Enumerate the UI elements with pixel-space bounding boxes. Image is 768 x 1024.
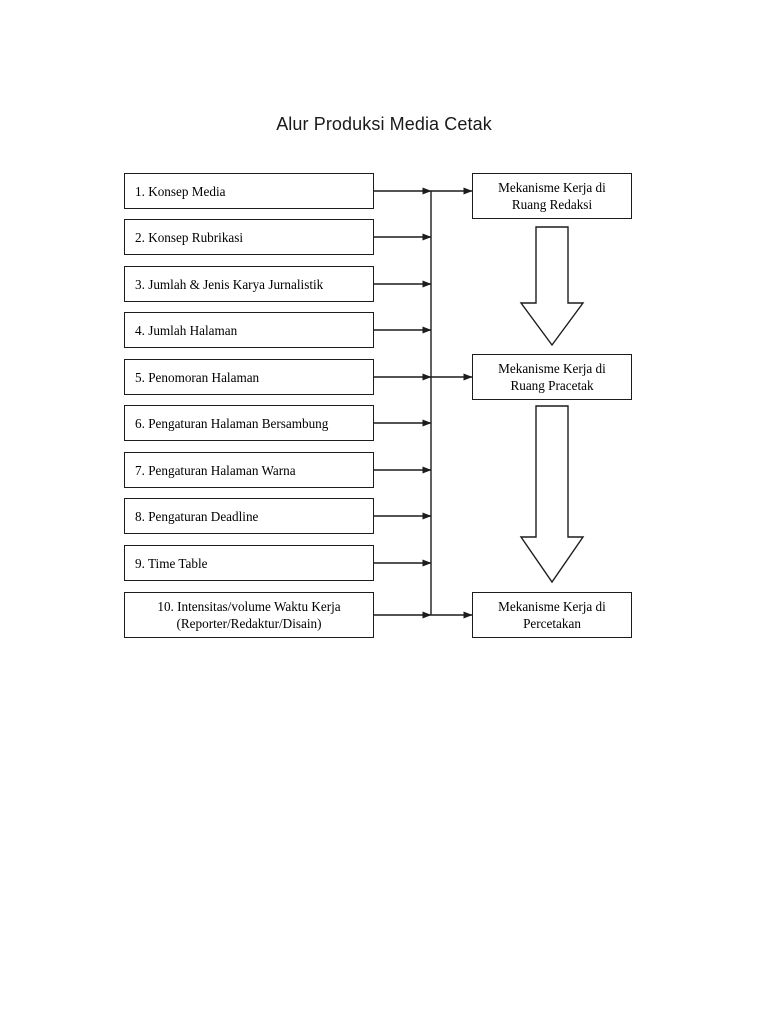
input-box-1[interactable]: 1. Konsep Media xyxy=(124,173,374,209)
input-box-2[interactable]: 2. Konsep Rubrikasi xyxy=(124,219,374,255)
stage-box-ruang-pracetak-line2: Ruang Pracetak xyxy=(510,378,594,393)
block-arrow-redaksi-to-pracetak xyxy=(519,226,585,347)
stage-box-ruang-redaksi-line1: Mekanisme Kerja di xyxy=(498,180,606,195)
input-box-4[interactable]: 4. Jumlah Halaman xyxy=(124,312,374,348)
stage-box-percetakan-line2: Percetakan xyxy=(523,616,581,631)
stage-box-ruang-redaksi-line2: Ruang Redaksi xyxy=(511,197,593,212)
stage-box-percetakan-line1: Mekanisme Kerja di xyxy=(498,599,606,614)
input-box-10[interactable]: 10. Intensitas/volume Waktu Kerja (Repor… xyxy=(124,592,374,638)
block-arrow-pracetak-to-percetakan xyxy=(519,405,585,584)
input-box-6-label: 6. Pengaturan Halaman Bersambung xyxy=(135,415,329,431)
input-box-5[interactable]: 5. Penomoran Halaman xyxy=(124,359,374,395)
input-box-2-label: 2. Konsep Rubrikasi xyxy=(135,229,244,245)
input-box-7[interactable]: 7. Pengaturan Halaman Warna xyxy=(124,452,374,488)
input-box-10-label-line2: (Reporter/Redaktur/Disain) xyxy=(176,616,322,631)
input-box-9[interactable]: 9. Time Table xyxy=(124,545,374,581)
input-box-6[interactable]: 6. Pengaturan Halaman Bersambung xyxy=(124,405,374,441)
input-box-8-label: 8. Pengaturan Deadline xyxy=(135,508,259,524)
stage-box-percetakan[interactable]: Mekanisme Kerja di Percetakan xyxy=(472,592,632,638)
input-box-5-label: 5. Penomoran Halaman xyxy=(135,369,260,385)
input-box-3[interactable]: 3. Jumlah & Jenis Karya Jurnalistik xyxy=(124,266,374,302)
input-box-10-label-line1: 10. Intensitas/volume Waktu Kerja xyxy=(157,599,341,614)
stage-box-ruang-redaksi[interactable]: Mekanisme Kerja di Ruang Redaksi xyxy=(472,173,632,219)
stage-box-ruang-pracetak[interactable]: Mekanisme Kerja di Ruang Pracetak xyxy=(472,354,632,400)
input-box-8[interactable]: 8. Pengaturan Deadline xyxy=(124,498,374,534)
input-box-9-label: 9. Time Table xyxy=(135,555,208,571)
stage-box-ruang-pracetak-line1: Mekanisme Kerja di xyxy=(498,361,606,376)
input-box-7-label: 7. Pengaturan Halaman Warna xyxy=(135,462,296,478)
input-box-3-label: 3. Jumlah & Jenis Karya Jurnalistik xyxy=(135,276,324,292)
input-box-1-label: 1. Konsep Media xyxy=(135,183,226,199)
page-title: Alur Produksi Media Cetak xyxy=(276,114,492,134)
input-box-4-label: 4. Jumlah Halaman xyxy=(135,322,238,338)
